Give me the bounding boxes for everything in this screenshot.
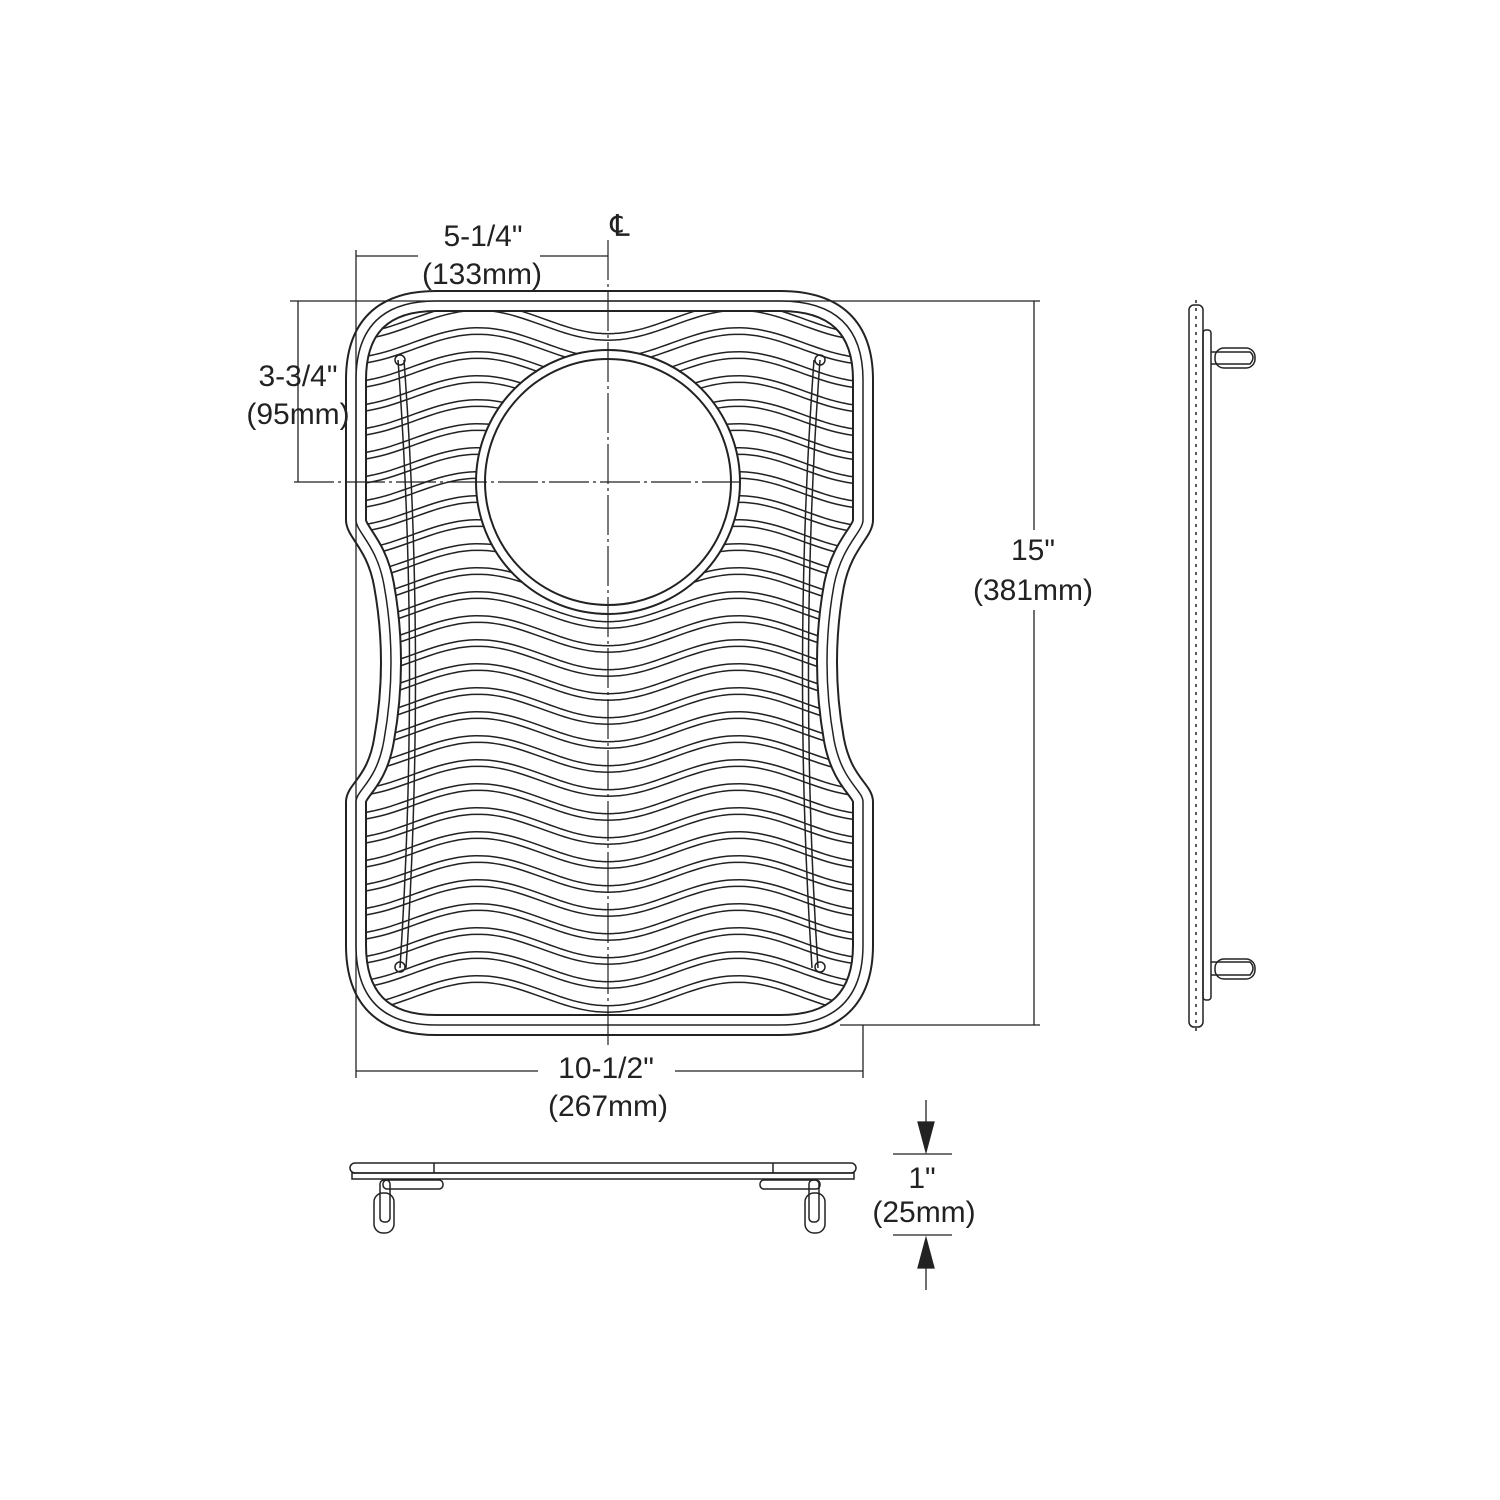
- dim-half-width-imperial: 5-1/4": [443, 220, 522, 253]
- dim-drain-offset-metric: (95mm): [246, 398, 349, 431]
- dim-width-imperial: 10-1/2": [558, 1052, 654, 1085]
- dim-drain-offset-imperial: 3-3/4": [258, 360, 337, 393]
- dim-length-imperial: 15": [1011, 534, 1055, 567]
- dim-height-metric: (25mm): [872, 1196, 975, 1229]
- dimension-lines: [290, 250, 1040, 1290]
- support-rods: [394, 354, 826, 973]
- front-view: [349, 1162, 857, 1234]
- plan-view: [294, 240, 866, 1045]
- dim-half-width-metric: (133mm): [422, 258, 542, 291]
- dim-width-metric: (267mm): [548, 1090, 668, 1123]
- side-view: [1188, 300, 1256, 1032]
- centerline-symbol: ℄: [609, 210, 630, 243]
- dim-length-metric: (381mm): [973, 574, 1093, 607]
- dim-height-imperial: 1": [908, 1162, 935, 1195]
